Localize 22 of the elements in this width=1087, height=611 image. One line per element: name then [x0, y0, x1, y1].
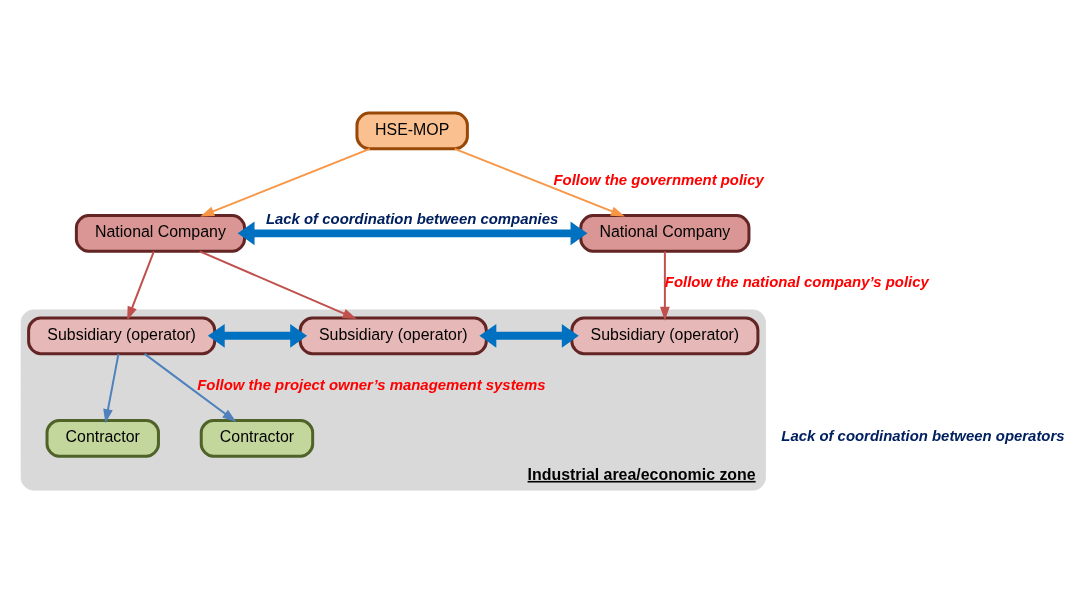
node-box: HSE-MOP	[355, 111, 469, 151]
arrow	[200, 147, 371, 217]
arrow	[143, 352, 237, 422]
node-box: Subsidiary (operator)	[27, 316, 217, 356]
arrow	[237, 221, 588, 246]
node-box: National Company	[74, 213, 246, 253]
edge-label: Follow the government policy	[553, 170, 764, 188]
arrow	[198, 250, 357, 320]
node-box: Contractor	[199, 418, 315, 458]
arrow	[453, 147, 625, 217]
arrow	[207, 324, 308, 348]
node-box: Subsidiary (operator)	[298, 316, 488, 356]
node-box: National Company	[579, 213, 751, 253]
arrow	[660, 250, 670, 321]
node-box: Contractor	[45, 418, 160, 458]
edge-label: Lack of coordination between companies	[265, 210, 559, 228]
arrow	[103, 352, 120, 424]
edge-label: Follow the project owner’s management systems	[197, 375, 546, 393]
label: Lack of coordination between operators	[781, 426, 1065, 444]
node-box: Subsidiary (operator)	[570, 316, 760, 356]
arrow	[479, 324, 579, 348]
arrow	[127, 250, 155, 321]
